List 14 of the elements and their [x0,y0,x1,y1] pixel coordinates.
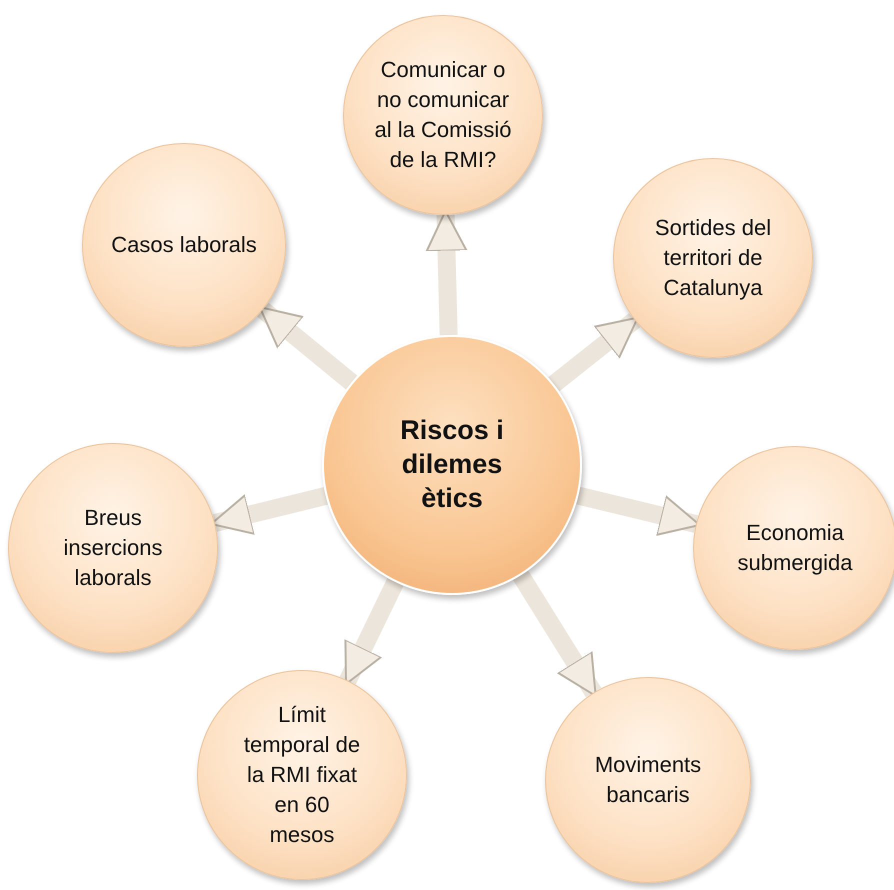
node-label: Casos laborals [110,231,258,260]
node-label: Comunicar o no comunicar al la Comissió de la RMI? [374,56,512,174]
block-arrow [340,578,404,686]
block-arrow [576,486,701,536]
node-label: Economia submergida [736,519,854,577]
block-arrow [210,487,328,535]
node-label: Sortides del territori de Catalunya [654,214,772,302]
node-label: Breus insercions laborals [62,504,164,592]
block-arrow [513,570,602,698]
block-arrow [548,313,640,392]
node-label: Moviments bancaris [594,751,702,809]
node-label: Límit temporal de la RMI fixat en 60 mesos [242,701,362,849]
block-arrow [257,302,358,390]
node-label: Riscos i dilemes ètics [399,414,505,515]
